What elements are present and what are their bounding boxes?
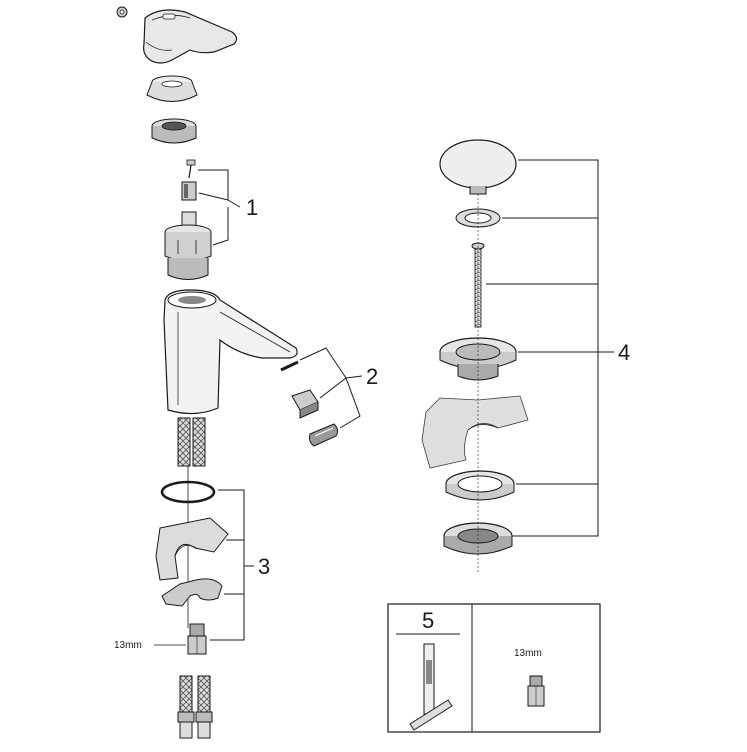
- cover-cap: [146, 75, 198, 102]
- callout-3-bracket: [210, 489, 254, 641]
- callout-5-label: 5: [422, 608, 434, 633]
- mounting-plate: [155, 517, 229, 581]
- box-nut: [527, 675, 545, 707]
- waste-plug-cap: [439, 139, 517, 195]
- horseshoe-washer: [161, 578, 223, 607]
- service-key-tool: [409, 643, 453, 731]
- supply-hoses-lower: [177, 675, 213, 739]
- set-screw: [116, 6, 128, 18]
- callout-3-label: 3: [258, 554, 270, 579]
- callout-4-label: 4: [618, 340, 630, 365]
- callout-4-bracket: [486, 159, 614, 537]
- callout-2-label: 2: [366, 364, 378, 389]
- tools-box: [387, 603, 601, 733]
- aerator-insert: [291, 389, 319, 419]
- cartridge: [164, 211, 212, 280]
- supply-hoses-upper: [177, 417, 206, 467]
- box-nut-size-label: 13mm: [514, 648, 542, 659]
- aerator-seal: [280, 360, 299, 372]
- faucet-body: [163, 289, 298, 415]
- aerator-housing: [309, 423, 339, 447]
- cartridge-insert: [181, 181, 197, 201]
- callout-1-bracket: [198, 169, 241, 246]
- waste-gasket: [445, 470, 515, 501]
- basin-countertop-section: [421, 395, 529, 469]
- lever-handle: [143, 9, 238, 64]
- mounting-nut: [187, 623, 207, 655]
- cartridge-screw: [186, 159, 196, 179]
- threaded-ring: [151, 118, 197, 144]
- nut-size-label: 13mm: [114, 640, 142, 651]
- o-ring: [160, 480, 216, 504]
- callout-1-label: 1: [246, 195, 258, 220]
- callout-2-bracket: [299, 347, 363, 429]
